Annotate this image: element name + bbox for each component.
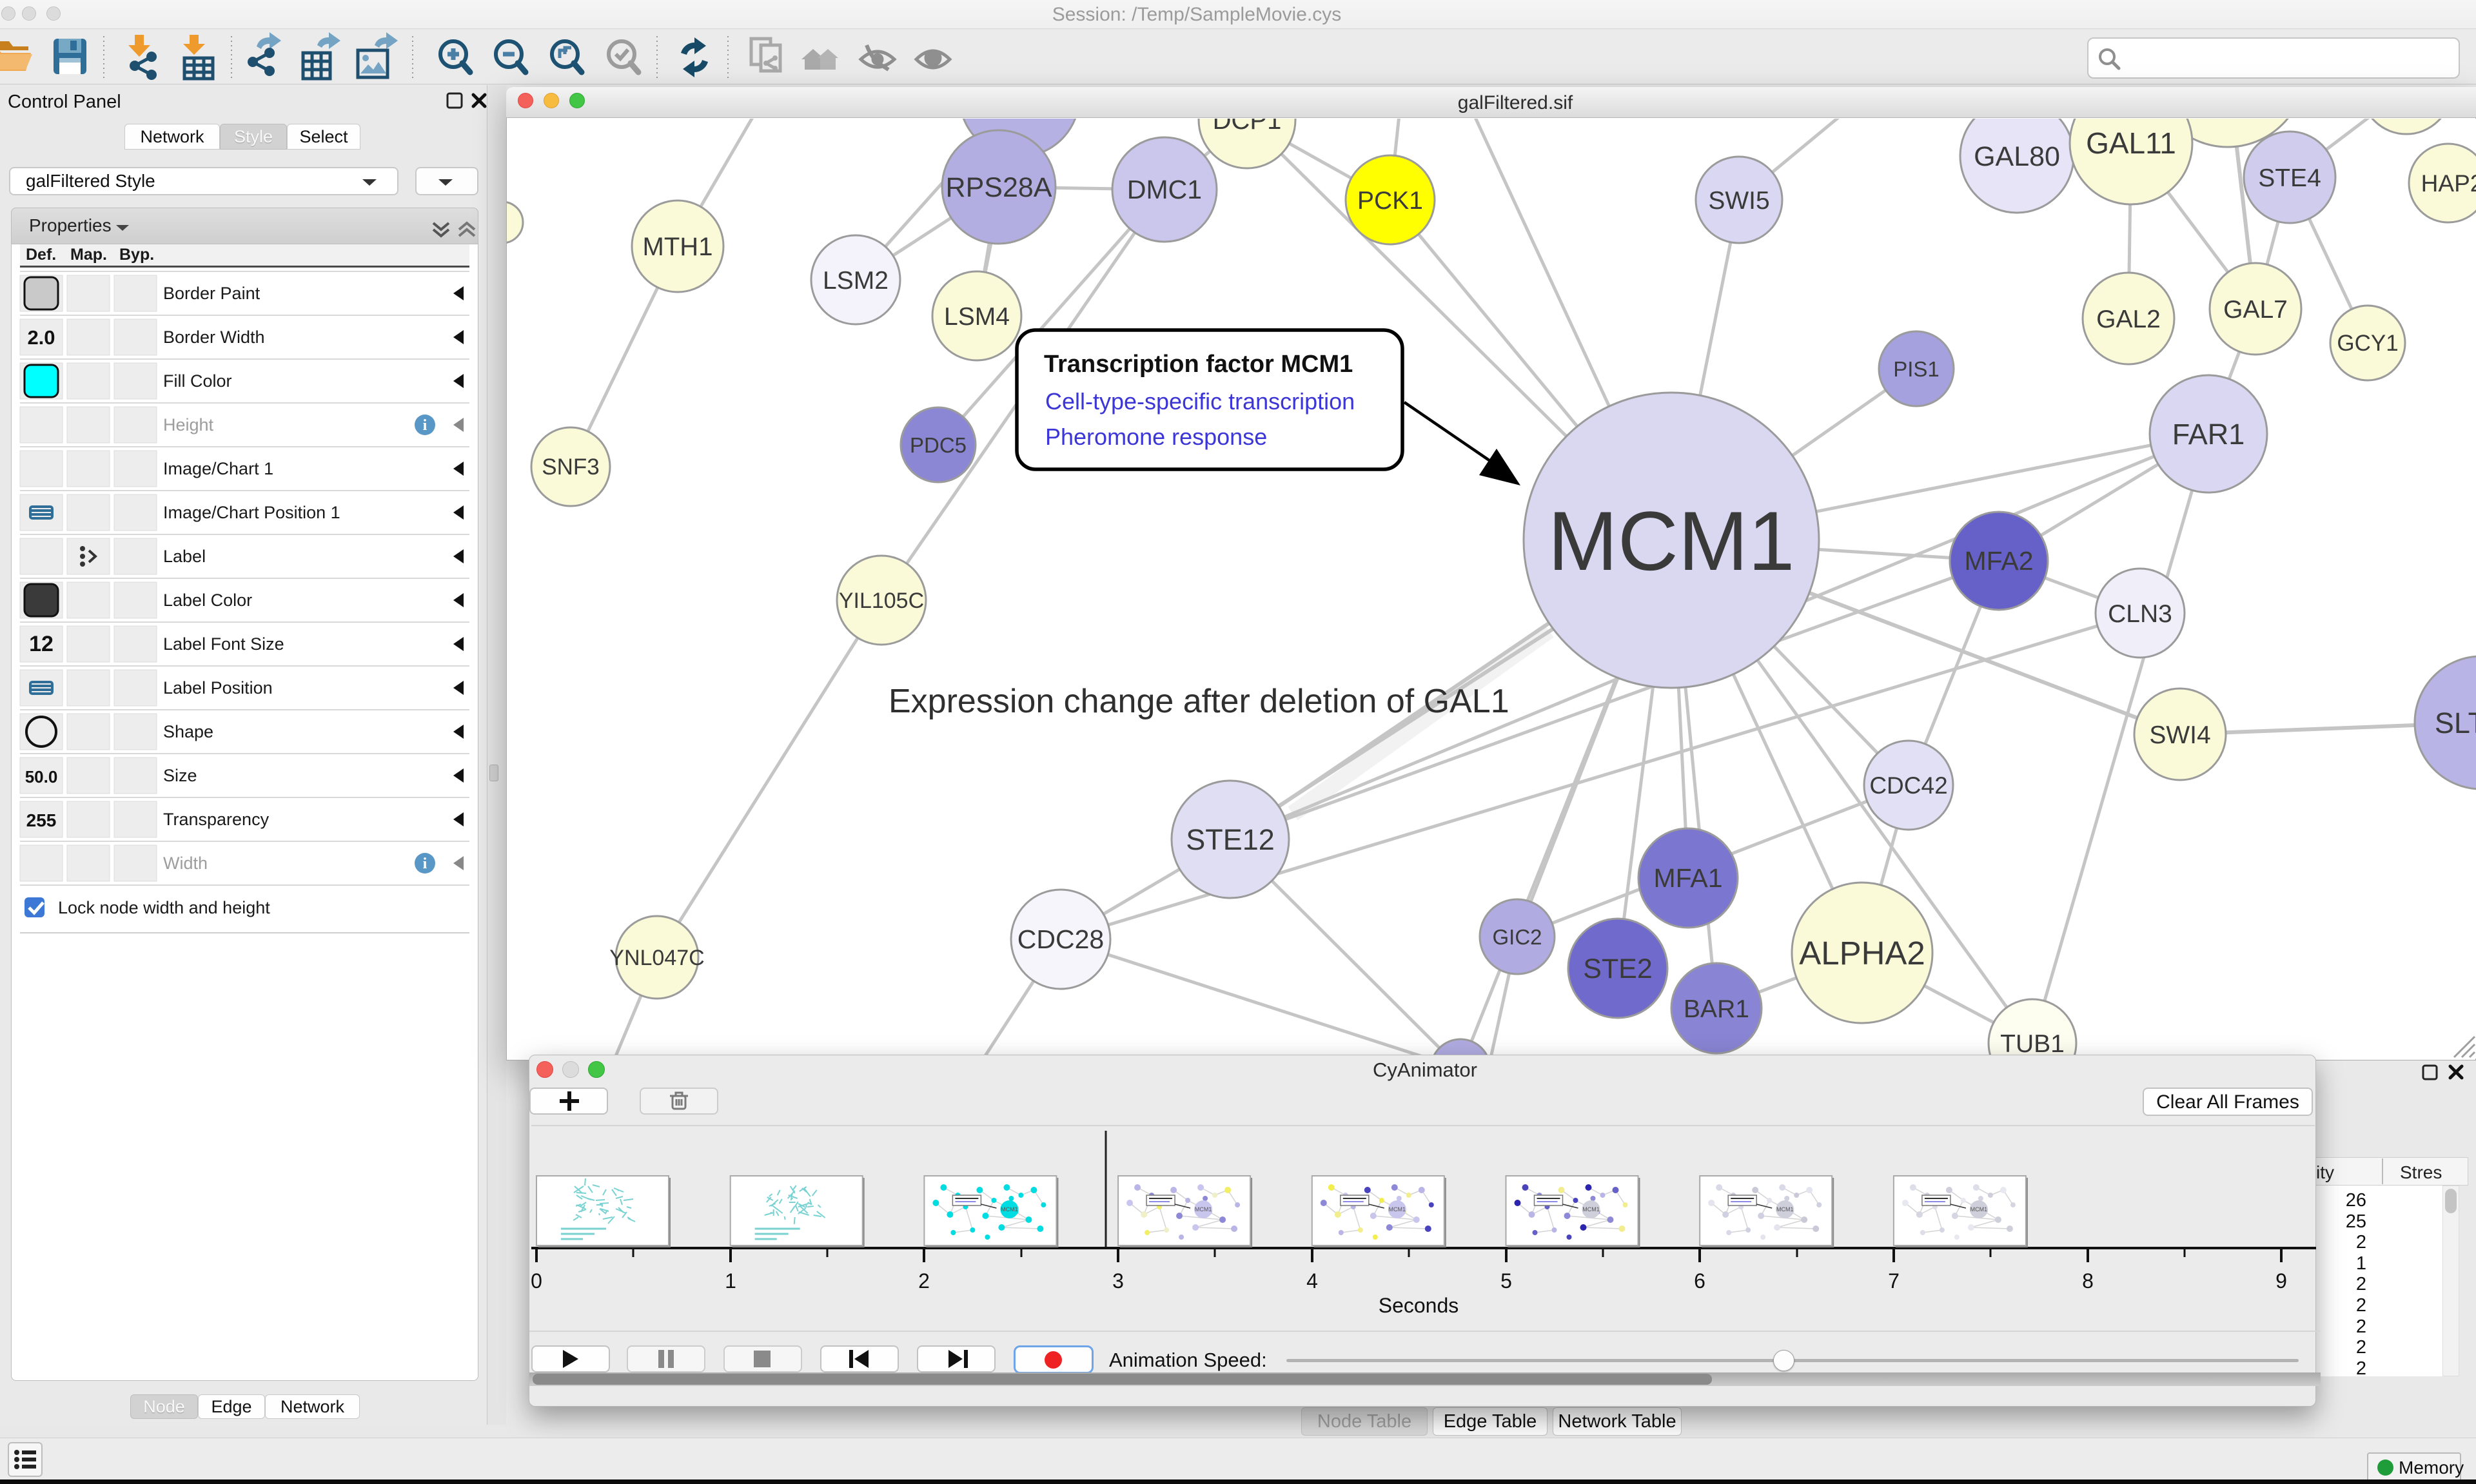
svg-text:MCM1: MCM1 (1195, 1206, 1212, 1213)
svg-text:YIL105C: YIL105C (839, 589, 924, 613)
svg-text:MCM1: MCM1 (1582, 1206, 1600, 1213)
svg-text:Seconds: Seconds (1379, 1294, 1459, 1317)
svg-text:Shape: Shape (163, 722, 213, 741)
svg-text:2.0: 2.0 (27, 326, 55, 349)
svg-text:Pheromone response: Pheromone response (1045, 424, 1267, 450)
svg-text:HAP2: HAP2 (2421, 170, 2476, 197)
svg-text:i: i (423, 417, 427, 434)
svg-text:PIS1: PIS1 (1893, 357, 1940, 381)
svg-text:GIC2: GIC2 (1492, 925, 1542, 949)
svg-text:MCM1: MCM1 (1389, 1206, 1406, 1213)
svg-text:GCY1: GCY1 (2337, 331, 2398, 356)
svg-text:MTH1: MTH1 (643, 233, 713, 261)
svg-text:1: 1 (725, 1269, 736, 1293)
svg-text:RPS28A: RPS28A (946, 172, 1052, 203)
svg-text:MCM1: MCM1 (1970, 1206, 1988, 1213)
svg-text:Label Color: Label Color (163, 591, 252, 610)
svg-text:MCM1: MCM1 (1001, 1206, 1018, 1213)
svg-text:Width: Width (163, 854, 208, 873)
svg-text:Height: Height (163, 415, 214, 434)
svg-text:Expression change after deleti: Expression change after deletion of GAL1 (889, 683, 1509, 720)
svg-text:Size: Size (163, 766, 197, 785)
svg-text:9: 9 (2275, 1269, 2287, 1293)
svg-text:CDC42: CDC42 (1869, 772, 1947, 799)
svg-text:12: 12 (29, 632, 54, 656)
svg-text:Image/Chart 1: Image/Chart 1 (163, 459, 273, 478)
svg-text:Transcription factor MCM1: Transcription factor MCM1 (1044, 351, 1353, 378)
svg-text:7: 7 (1888, 1269, 1900, 1293)
svg-text:2: 2 (918, 1269, 930, 1293)
svg-text:Image/Chart Position 1: Image/Chart Position 1 (163, 503, 340, 522)
svg-text:GAL80: GAL80 (1974, 141, 2060, 172)
svg-text:Label Position: Label Position (163, 678, 273, 698)
svg-text:Fill Color: Fill Color (163, 371, 232, 391)
svg-text:GAL7: GAL7 (2223, 296, 2288, 324)
svg-text:Label Font Size: Label Font Size (163, 634, 284, 654)
svg-text:MCM1: MCM1 (1548, 494, 1795, 588)
svg-text:GAL11: GAL11 (2086, 126, 2176, 160)
svg-text:3: 3 (1112, 1269, 1124, 1293)
svg-text:PCK1: PCK1 (1357, 187, 1423, 215)
svg-text:SWI4: SWI4 (2149, 721, 2210, 749)
svg-text:0: 0 (531, 1269, 542, 1293)
svg-text:Cell-type-specific transcripti: Cell-type-specific transcription (1045, 388, 1355, 415)
svg-text:SWI5: SWI5 (1708, 187, 1769, 215)
svg-text:4: 4 (1306, 1269, 1318, 1293)
svg-text:FAR1: FAR1 (2172, 418, 2245, 451)
svg-text:ALPHA2: ALPHA2 (1799, 935, 1925, 971)
svg-text:Border Paint: Border Paint (163, 284, 260, 303)
svg-text:5: 5 (1500, 1269, 1512, 1293)
svg-text:LSM4: LSM4 (944, 303, 1010, 331)
svg-text:6: 6 (1694, 1269, 1705, 1293)
svg-text:SNF3: SNF3 (542, 454, 599, 480)
svg-text:i: i (423, 855, 427, 872)
svg-text:Lock node width and height: Lock node width and height (58, 898, 270, 917)
svg-text:STE12: STE12 (1186, 823, 1275, 856)
svg-text:LSM2: LSM2 (823, 267, 889, 295)
svg-text:YNL047C: YNL047C (609, 946, 704, 970)
svg-text:DMC1: DMC1 (1127, 175, 1202, 204)
svg-text:255: 255 (26, 810, 57, 830)
svg-text:STE2: STE2 (1583, 953, 1653, 984)
svg-text:PDC5: PDC5 (910, 433, 967, 457)
svg-text:CLN3: CLN3 (2108, 600, 2172, 628)
svg-text:MFA1: MFA1 (1653, 863, 1722, 893)
svg-text:TUB1: TUB1 (2000, 1030, 2065, 1058)
svg-text:DCP1: DCP1 (1213, 119, 1282, 135)
svg-text:GAL2: GAL2 (2096, 306, 2161, 333)
svg-text:CDC28: CDC28 (1017, 924, 1104, 954)
svg-text:8: 8 (2082, 1269, 2094, 1293)
svg-text:Border Width: Border Width (163, 327, 265, 347)
svg-text:BAR1: BAR1 (1684, 995, 1749, 1023)
svg-text:MCM1: MCM1 (1776, 1206, 1794, 1213)
svg-text:MFA2: MFA2 (1964, 546, 2033, 576)
svg-text:SLT2: SLT2 (2435, 707, 2476, 739)
svg-text:STE4: STE4 (2258, 164, 2321, 192)
svg-text:Label: Label (163, 547, 206, 566)
svg-text:50.0: 50.0 (25, 767, 58, 786)
svg-text:Transparency: Transparency (163, 810, 270, 829)
